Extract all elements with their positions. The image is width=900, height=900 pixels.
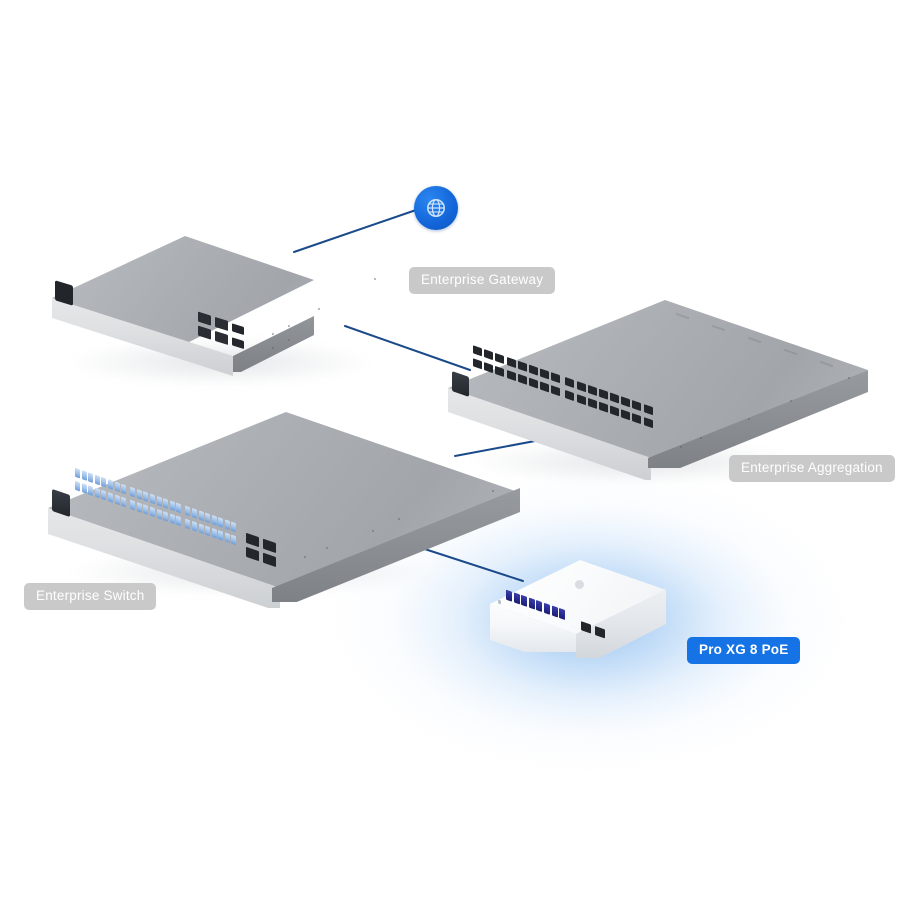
screw bbox=[272, 347, 274, 349]
screw bbox=[288, 339, 290, 341]
poe-port[interactable] bbox=[536, 600, 543, 613]
screw bbox=[288, 325, 290, 327]
screw bbox=[398, 518, 400, 520]
poe-port[interactable] bbox=[528, 597, 535, 610]
screw bbox=[748, 418, 750, 420]
label-pro-xg-8-poe: Pro XG 8 PoE bbox=[687, 637, 801, 664]
screw bbox=[790, 400, 792, 402]
poe-port[interactable] bbox=[506, 589, 512, 602]
poe-port[interactable] bbox=[513, 592, 520, 605]
label-enterprise-gateway: Enterprise Gateway bbox=[409, 267, 556, 294]
poe-port[interactable] bbox=[521, 594, 528, 607]
screw bbox=[374, 278, 376, 280]
screw bbox=[272, 333, 274, 335]
poe-status-led bbox=[498, 599, 501, 605]
screw bbox=[680, 446, 682, 448]
internet-globe-node[interactable] bbox=[414, 186, 458, 230]
label-enterprise-switch: Enterprise Switch bbox=[24, 583, 157, 610]
poe-port[interactable] bbox=[559, 607, 566, 621]
screw bbox=[492, 490, 494, 492]
screw bbox=[372, 530, 374, 532]
screw bbox=[700, 437, 702, 439]
screw bbox=[326, 547, 328, 549]
poe-port[interactable] bbox=[543, 602, 550, 615]
poe-port[interactable] bbox=[551, 605, 558, 618]
screw bbox=[848, 377, 850, 379]
screw bbox=[318, 308, 320, 310]
globe-icon bbox=[427, 199, 445, 217]
screw bbox=[304, 556, 306, 558]
label-enterprise-aggregation: Enterprise Aggregation bbox=[729, 455, 895, 482]
poe-logo-dot bbox=[575, 580, 584, 589]
